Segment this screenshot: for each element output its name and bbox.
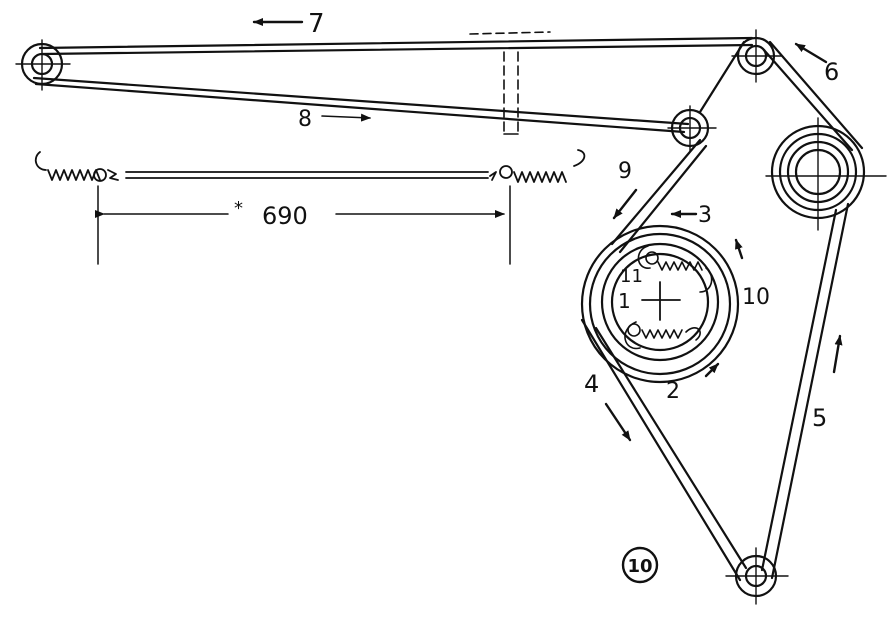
arrow-5 [832, 334, 843, 374]
upper-belt [32, 36, 754, 134]
top-right-pulley [731, 29, 783, 83]
figure-number: 10 [627, 556, 652, 577]
label-1: 1 [618, 289, 631, 313]
label-10: 10 [742, 285, 770, 310]
arrow-4 [604, 402, 632, 442]
dimension-mark: * [234, 198, 243, 219]
labels: 7 8 6 9 3 10 11 1 2 4 5 * 690 10 [234, 9, 839, 577]
dashed-support-post [469, 31, 551, 135]
arrow-2 [704, 362, 720, 378]
tension-spring-assembly [34, 149, 586, 183]
figure-number-badge [621, 546, 659, 584]
middle-idler-pulley [667, 105, 717, 153]
label-7: 7 [308, 9, 325, 39]
bottom-pulley [725, 547, 789, 605]
left-idler-pulley [15, 39, 71, 91]
label-6: 6 [824, 58, 839, 86]
arrow-9 [612, 188, 638, 220]
winding-roll [580, 224, 740, 384]
drive-pulley [765, 117, 887, 231]
label-4: 4 [584, 370, 599, 398]
label-9: 9 [618, 159, 632, 184]
arrow-6 [794, 42, 828, 64]
arrow-8 [321, 113, 371, 122]
arrow-10 [734, 238, 744, 260]
label-3: 3 [698, 203, 712, 228]
roll-internal-springs [624, 245, 713, 350]
label-5: 5 [812, 404, 827, 432]
dimension-value: 690 [262, 202, 308, 230]
direction-arrows [252, 18, 843, 442]
label-2: 2 [666, 379, 680, 404]
label-11: 11 [620, 266, 643, 287]
dimension-line [95, 185, 511, 265]
label-8: 8 [298, 107, 312, 132]
